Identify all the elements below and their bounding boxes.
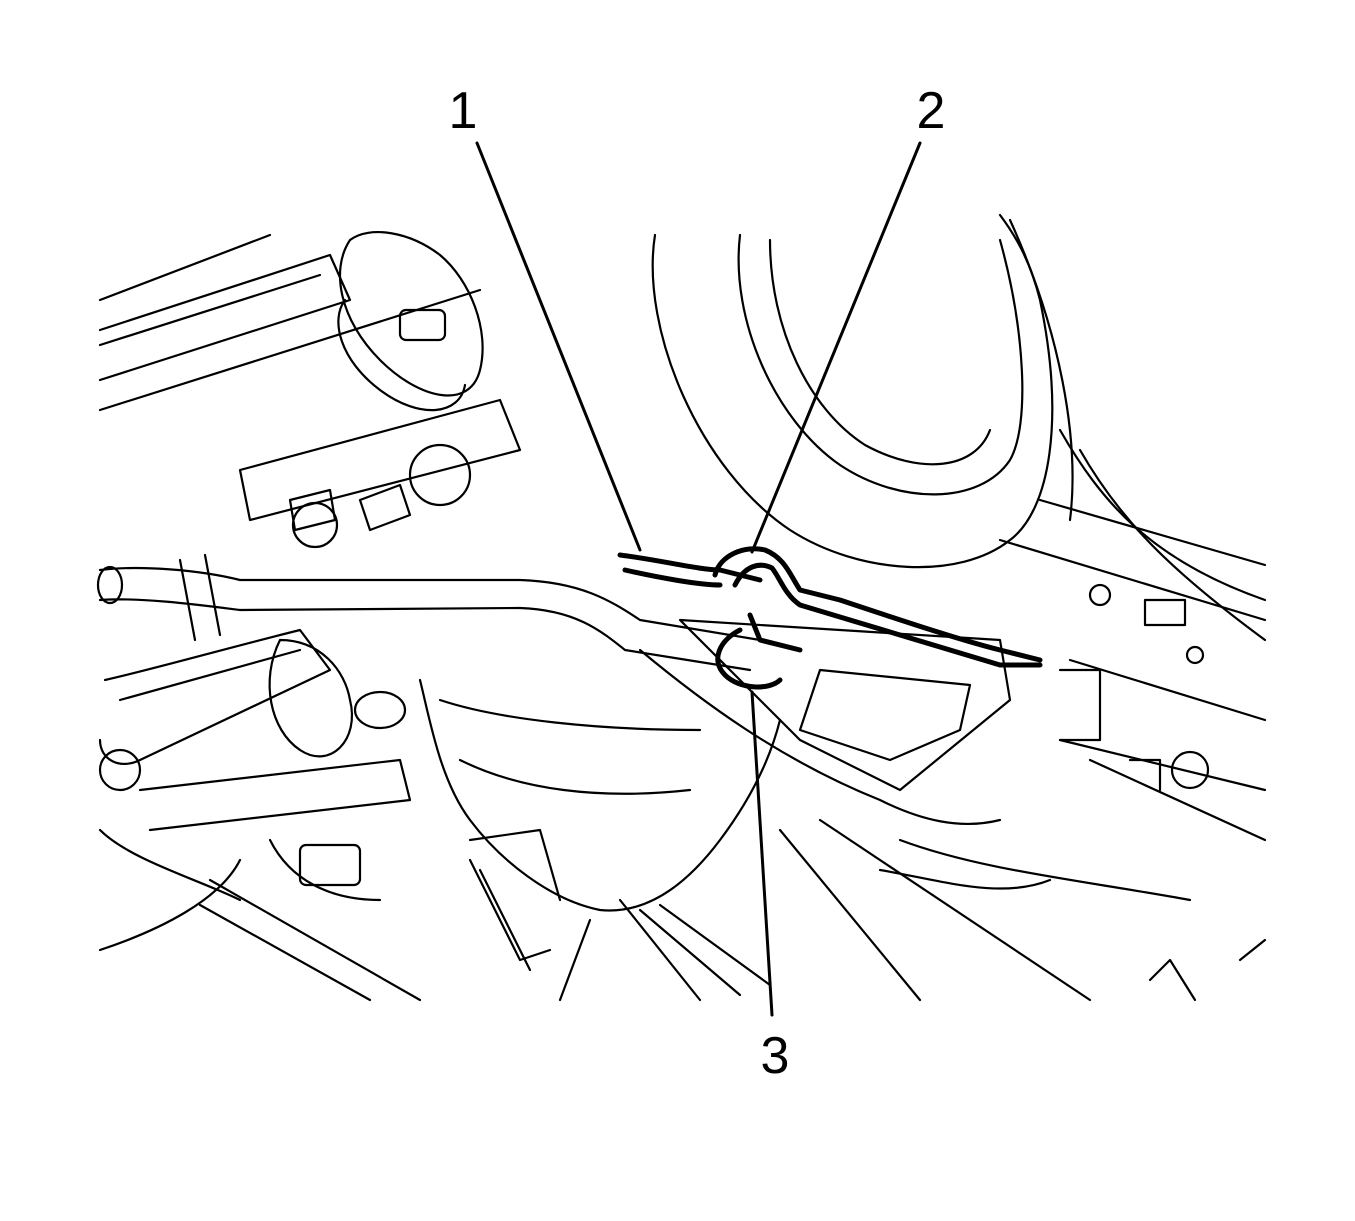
stabilizer-bar bbox=[96, 553, 762, 672]
lower-floor bbox=[198, 818, 1267, 1002]
brake-pipe-3 bbox=[715, 612, 803, 690]
callout-3: 3 bbox=[761, 1027, 790, 1085]
tire-outline bbox=[651, 213, 1074, 569]
brake-pipe-2 bbox=[712, 546, 1043, 668]
right-body-panels bbox=[998, 428, 1267, 842]
callout-1: 1 bbox=[449, 82, 478, 140]
leader-line-2 bbox=[750, 141, 922, 554]
callout-2: 2 bbox=[917, 82, 946, 140]
differential-housing bbox=[268, 678, 782, 912]
left-body-panels bbox=[98, 233, 522, 549]
leader-line-1 bbox=[475, 141, 642, 552]
leader-line-3 bbox=[750, 690, 774, 1017]
left-suspension bbox=[98, 628, 412, 952]
exhaust-pipe bbox=[337, 230, 484, 412]
